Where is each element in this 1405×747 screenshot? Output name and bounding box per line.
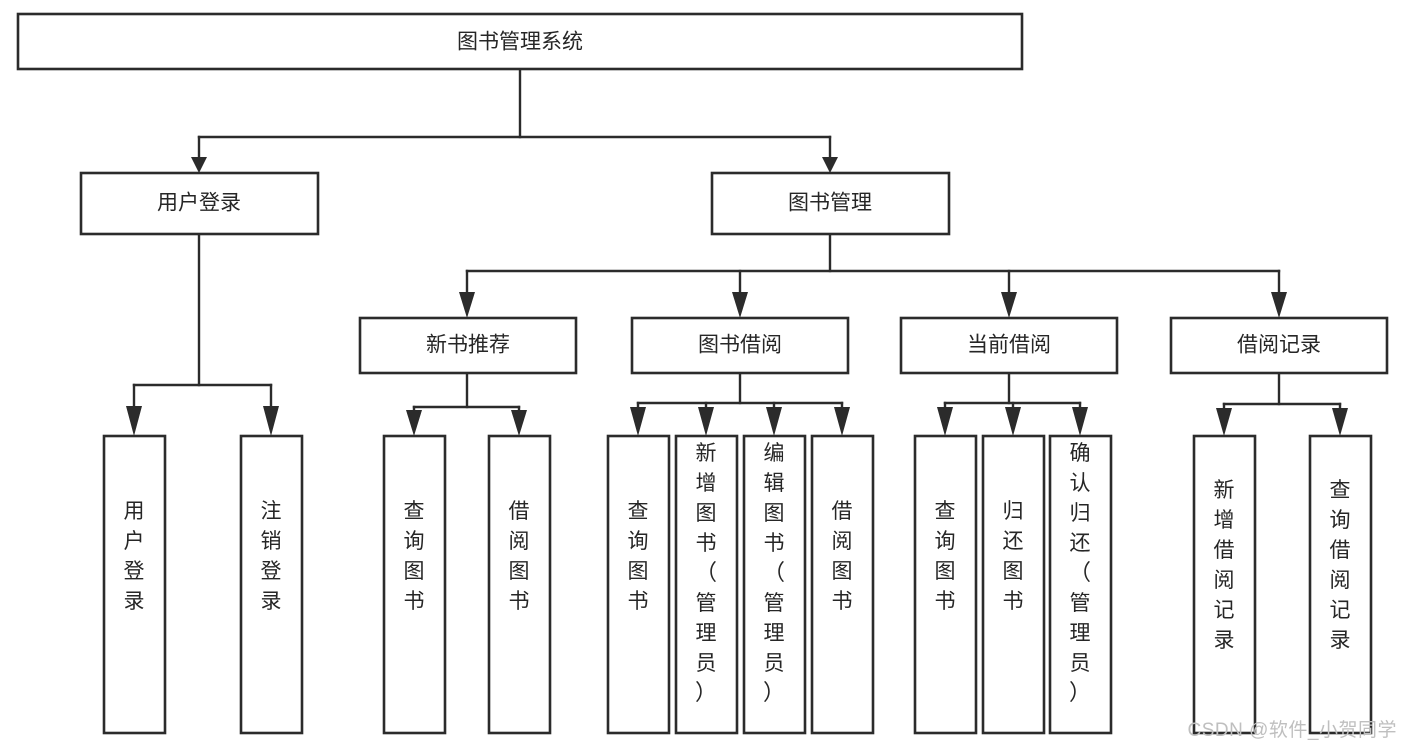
arrow-head-borrow-leaf-1 (630, 407, 646, 436)
node-current-borrow-box (899, 316, 1119, 375)
node-new-book-recommend-box (358, 316, 578, 375)
leaf-borrow-borrow-book-label: 借阅图书 (832, 500, 853, 613)
node-current-borrow-label: 当前借阅 (967, 334, 1051, 357)
arrow-head-recommend-leaf-2 (511, 410, 527, 436)
leaf-user-login-box (102, 434, 167, 735)
node-book-borrow-label: 图书借阅 (698, 334, 782, 357)
node-root-system-label: 图书管理系统 (457, 31, 583, 54)
leaf-node[interactable]: 查询图书 (913, 434, 978, 735)
node-root-system-box (16, 12, 1024, 71)
leaf-record-query-label: 查询借阅记录 (1330, 479, 1351, 652)
leaf-record-query-box (1308, 434, 1373, 735)
node-borrow-record-label: 借阅记录 (1237, 334, 1321, 357)
arrow-head-current-leaf-2 (1005, 407, 1021, 436)
leaf-logout-label: 注销登录 (261, 500, 282, 613)
node-user-login-box (79, 171, 320, 236)
leaf-recommend-query-book-box (382, 434, 447, 735)
arrow-head-book-manage (822, 157, 838, 173)
leaf-node[interactable]: 查询图书 (606, 434, 671, 735)
leaf-current-confirm-return-label: 确认归还（管理员） (1069, 442, 1091, 705)
leaf-node[interactable]: 新增借阅记录 (1192, 434, 1257, 735)
leaf-node[interactable]: 用户登录 (102, 434, 167, 735)
leaf-record-add-label: 新增借阅记录 (1214, 479, 1235, 652)
arrow-head-leaf-logout (263, 406, 279, 436)
leaf-current-return-book-label: 归还图书 (1003, 500, 1024, 613)
leaf-borrow-query-book-box (606, 434, 671, 735)
arrow-head-record-leaf-1 (1216, 408, 1232, 436)
arrow-head-borrow-leaf-4 (834, 407, 850, 436)
node-book-management-box (710, 171, 951, 236)
arrow-head-record-leaf-2 (1332, 408, 1348, 436)
leaf-borrow-add-book-label: 新增图书（管理员） (695, 442, 717, 705)
leaf-recommend-borrow-book-box (487, 434, 552, 735)
leaf-node[interactable]: 查询图书 (382, 434, 447, 735)
leaf-current-query-book-label: 查询图书 (935, 500, 956, 613)
arrow-head-borrow-record (1271, 292, 1287, 318)
leaf-user-login-label: 用户登录 (124, 500, 145, 613)
node-user-login[interactable]: 用户登录 (79, 171, 320, 236)
leaf-node[interactable]: 编辑图书（管理员） (742, 434, 807, 735)
leaf-node[interactable]: 借阅图书 (810, 434, 875, 735)
node-borrow-record-box (1169, 316, 1389, 375)
csdn-watermark: CSDN @软件_小贺同学 (1187, 720, 1397, 741)
node-borrow-record[interactable]: 借阅记录 (1169, 316, 1389, 375)
leaf-current-return-book-box (981, 434, 1046, 735)
leaf-borrow-query-book-label: 查询图书 (628, 500, 649, 613)
node-new-book-recommend-label: 新书推荐 (426, 334, 510, 357)
arrow-head-current-leaf-3 (1072, 407, 1088, 436)
leaf-logout-box (239, 434, 304, 735)
arrow-head-user-login (191, 157, 207, 173)
arrow-head-book-borrow (732, 292, 748, 318)
leaf-borrow-edit-book-box (742, 434, 807, 735)
leaf-current-confirm-return-box (1048, 434, 1113, 735)
leaf-node[interactable]: 确认归还（管理员） (1048, 434, 1113, 735)
node-book-borrow[interactable]: 图书借阅 (630, 316, 850, 375)
leaf-recommend-query-book-label: 查询图书 (404, 500, 425, 613)
node-root-system[interactable]: 图书管理系统 (16, 12, 1024, 71)
arrow-head-recommend-leaf-1 (406, 410, 422, 436)
arrow-head-current-borrow (1001, 292, 1017, 318)
leaf-recommend-borrow-book-label: 借阅图书 (509, 500, 530, 613)
node-book-management[interactable]: 图书管理 (710, 171, 951, 236)
edges-group (126, 67, 1348, 436)
leaf-borrow-add-book-box (674, 434, 739, 735)
arrow-head-new-book-recommend (459, 292, 475, 318)
leaf-node[interactable]: 借阅图书 (487, 434, 552, 735)
node-book-borrow-box (630, 316, 850, 375)
node-current-borrow[interactable]: 当前借阅 (899, 316, 1119, 375)
leaf-node[interactable]: 注销登录 (239, 434, 304, 735)
arrow-head-borrow-leaf-3 (766, 407, 782, 436)
arrow-head-borrow-leaf-2 (698, 407, 714, 436)
arrow-head-current-leaf-1 (937, 407, 953, 436)
arrow-head-leaf-user-login (126, 406, 142, 436)
leaf-node[interactable]: 新增图书（管理员） (674, 434, 739, 735)
leaf-current-query-book-box (913, 434, 978, 735)
leaf-node[interactable]: 归还图书 (981, 434, 1046, 735)
leaf-borrow-borrow-book-box (810, 434, 875, 735)
node-user-login-label: 用户登录 (157, 192, 241, 215)
node-new-book-recommend[interactable]: 新书推荐 (358, 316, 578, 375)
leaf-borrow-edit-book-label: 编辑图书（管理员） (763, 442, 785, 705)
leaf-record-add-box (1192, 434, 1257, 735)
leaf-node[interactable]: 查询借阅记录 (1308, 434, 1373, 735)
node-book-management-label: 图书管理 (788, 192, 872, 215)
